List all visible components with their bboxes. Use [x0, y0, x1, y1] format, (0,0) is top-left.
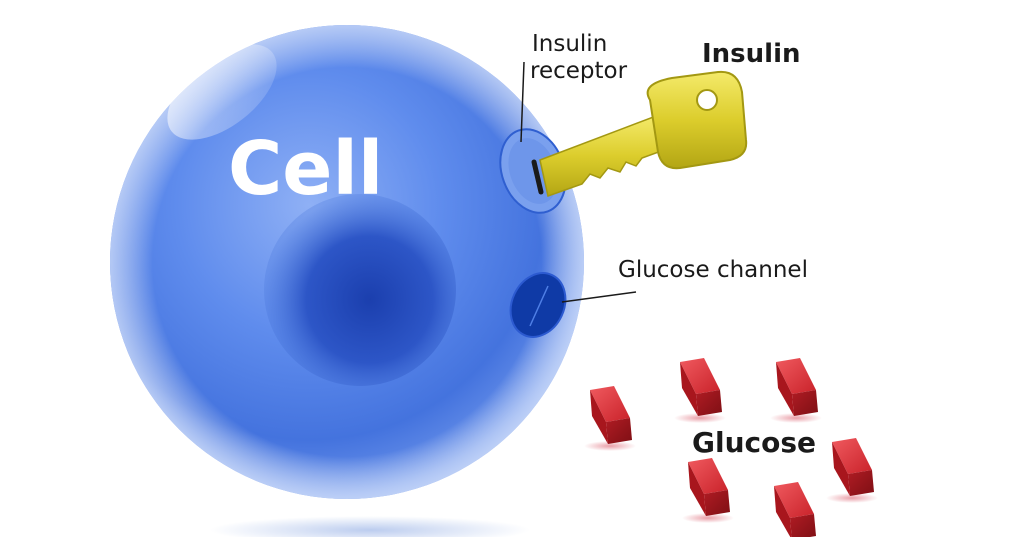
- glucose-crystal-icon: [682, 458, 734, 523]
- insulin-receptor-label-line2: receptor: [530, 58, 628, 84]
- glucose-channel: [509, 272, 637, 338]
- key-hole: [696, 89, 718, 111]
- channel-divider: [529, 285, 549, 327]
- nucleus: [264, 194, 456, 386]
- glucose-crystal-icon: [584, 386, 636, 451]
- keyhole-slot: [531, 159, 544, 195]
- glucose-label: Glucose: [692, 426, 816, 459]
- key-icon: [539, 70, 748, 197]
- receptor-inner: [508, 138, 558, 204]
- channel-pore: [509, 272, 567, 338]
- key-head: [646, 70, 748, 170]
- cell-shadow: [210, 516, 530, 537]
- key-blade: [539, 114, 665, 197]
- glucose-crystal-icon: [768, 482, 820, 537]
- cell-label: Cell: [228, 126, 383, 212]
- cell-highlight: [167, 44, 277, 140]
- channel-pointer-line: [561, 291, 637, 303]
- insulin-receptor-label-line1: Insulin: [532, 31, 607, 57]
- glucose-crystal-icon: [770, 358, 822, 423]
- glucose-crystal-icon: [674, 358, 726, 423]
- glucose-channel-label: Glucose channel: [618, 257, 808, 283]
- receptor-pointer-line: [520, 61, 525, 143]
- glucose-crystal-icon: [826, 438, 878, 503]
- insulin-label: Insulin: [702, 39, 801, 69]
- cell: [110, 25, 584, 499]
